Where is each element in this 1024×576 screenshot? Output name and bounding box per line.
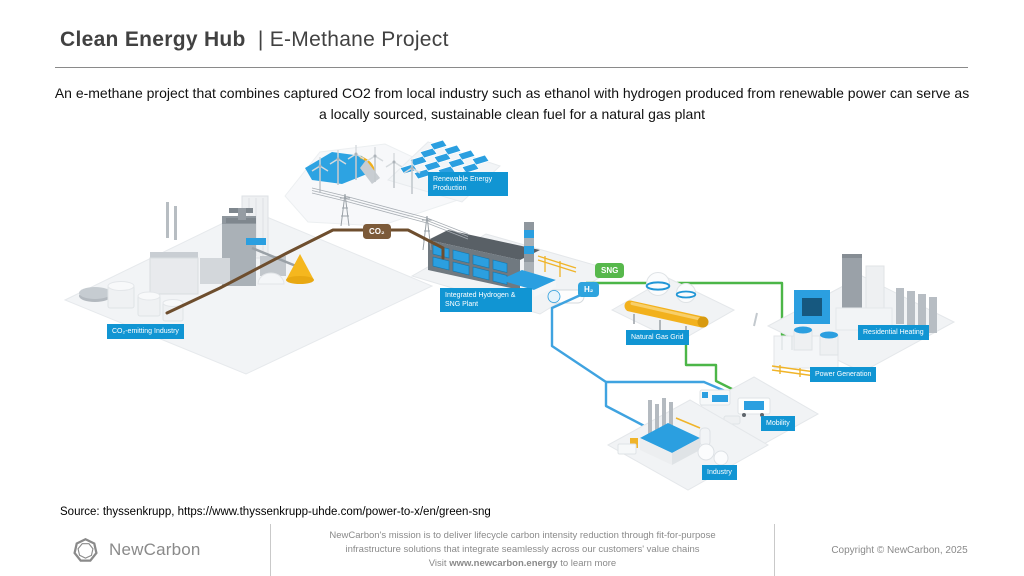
hydrogen-sng-plant-island	[410, 222, 614, 315]
newcarbon-logo-icon	[73, 537, 98, 562]
footer-mission: NewCarbon's mission is to deliver lifecy…	[270, 524, 775, 576]
title-divider	[55, 67, 968, 68]
page-title: Clean Energy Hub | E-Methane Project	[60, 28, 449, 52]
visit-url: www.newcarbon.energy	[449, 558, 558, 569]
label-mobility: Mobility	[761, 416, 795, 431]
footer-copyright: Copyright © NewCarbon, 2025	[831, 544, 968, 556]
natural-gas-grid-island	[610, 272, 736, 343]
mission-line-2: infrastructure solutions that integrate …	[345, 544, 700, 555]
residential-power-island	[753, 254, 956, 381]
visit-line: Visit www.newcarbon.energy to learn more	[279, 557, 766, 571]
process-column	[524, 222, 534, 278]
label-h2: H₂	[578, 282, 600, 297]
pipe-rack	[537, 255, 577, 277]
energy-hub-diagram: Renewable Energy Production CO₂ Integrat…	[0, 138, 1024, 504]
brand-name: NewCarbon	[109, 540, 201, 559]
transmission-tower	[422, 215, 432, 251]
label-renewable-energy-production: Renewable Energy Production	[428, 172, 508, 196]
mission-line-1: NewCarbon's mission is to deliver lifecy…	[329, 530, 716, 541]
page-title-bold: Clean Energy Hub	[60, 28, 246, 51]
label-residential-heating: Residential Heating	[858, 325, 929, 340]
label-natural-gas-grid: Natural Gas Grid	[626, 330, 689, 345]
co2-pipeline-line	[165, 228, 445, 315]
visit-prefix: Visit	[428, 558, 450, 569]
transmission-tower	[340, 193, 350, 227]
label-power-generation: Power Generation	[810, 367, 877, 382]
label-integrated-hydrogen-sng-plant: Integrated Hydrogen & SNG Plant	[440, 288, 532, 312]
slide-subtitle: An e-methane project that combines captu…	[54, 85, 970, 122]
visit-suffix: to learn more	[557, 558, 617, 569]
footer-brand: NewCarbon	[0, 524, 270, 576]
residential-heating-buildings	[794, 254, 937, 333]
label-co2-emitting-industry: CO₂-emitting Industry	[107, 324, 184, 339]
page-title-regular: | E-Methane Project	[257, 28, 449, 51]
label-sng: SNG	[595, 263, 625, 278]
label-industry: Industry	[702, 465, 737, 480]
footer: NewCarbon NewCarbon's mission is to deli…	[0, 524, 1024, 576]
power-transmission-lines	[311, 187, 469, 251]
energy-hub-illustration	[63, 139, 956, 491]
label-co2-pipeline: CO₂	[363, 224, 391, 239]
source-citation: Source: thyssenkrupp, https://www.thysse…	[60, 506, 491, 518]
electrolyzer-modules	[432, 244, 508, 285]
